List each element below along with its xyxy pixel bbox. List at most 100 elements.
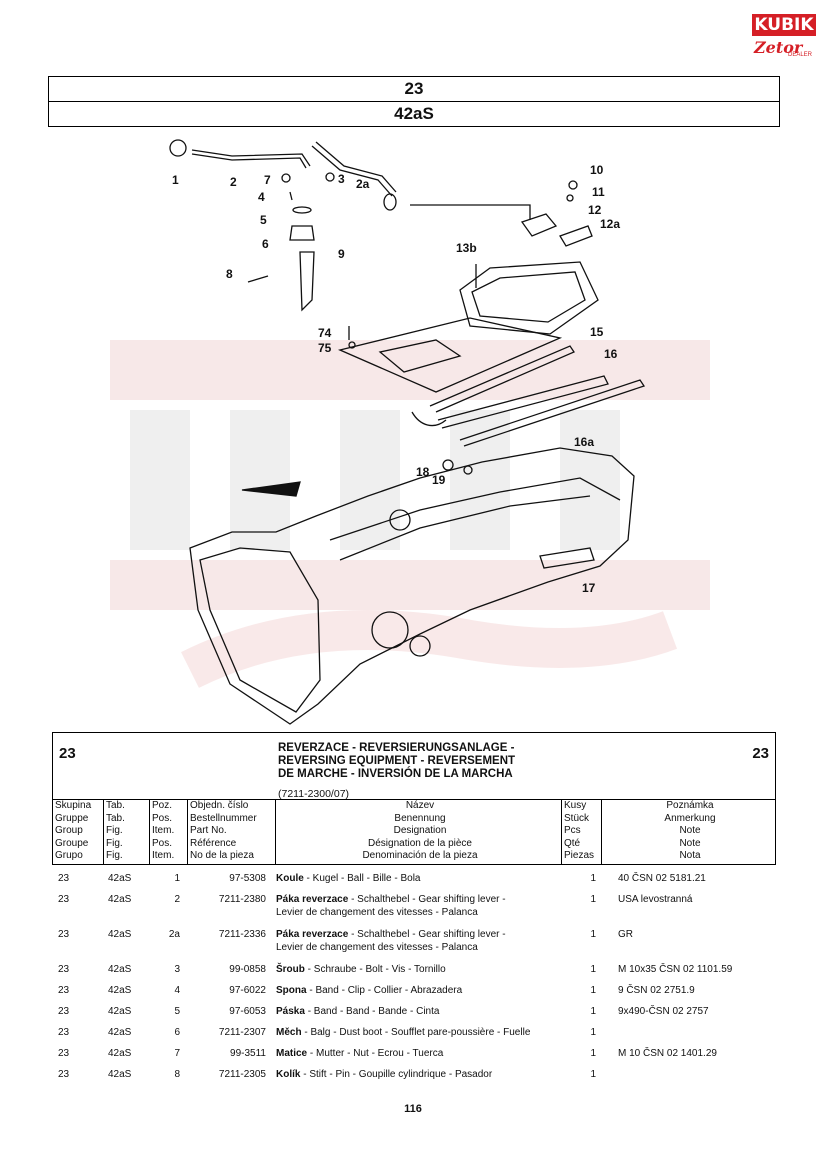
callout-label: 19: [432, 473, 446, 487]
part-name: Kolík: [276, 1069, 301, 1080]
table-group-left: 23: [59, 745, 76, 762]
row-tab: 42aS: [108, 964, 132, 975]
column-header-line: Název: [405, 800, 435, 811]
row-partno: 7211-2380: [218, 894, 266, 905]
part-name: Koule: [276, 873, 304, 884]
callout-label: 7: [264, 173, 271, 187]
column-header-line: Piezas: [564, 850, 595, 861]
part-name: Páka reverzace: [276, 929, 349, 940]
column-header-line: Fig.: [106, 837, 123, 849]
column-header-line: Grupo: [55, 850, 83, 861]
row-tab: 42aS: [108, 894, 132, 905]
row-tab: 42aS: [108, 929, 132, 940]
callout-label: 16: [604, 347, 618, 361]
col-pos: Poz.Pos.Item.Pos.Item.: [149, 800, 188, 864]
column-header-line: Stück: [564, 812, 590, 824]
row-qty: 1: [590, 964, 596, 975]
part-name: Spona: [276, 985, 307, 996]
header-group: 23: [404, 79, 424, 98]
callout-label: 10: [590, 163, 604, 177]
row-group: 23: [58, 1048, 70, 1059]
row-qty: 1: [590, 1027, 596, 1038]
column-header-line: Fig.: [106, 850, 123, 861]
row-designation: Spona - Band - Clip - Collier - Abrazade…: [276, 985, 463, 996]
column-header-line: Gruppe: [55, 812, 89, 824]
row-partno: 7211-2305: [218, 1069, 266, 1080]
row-designation: Koule - Kugel - Ball - Bille - Bola: [276, 873, 421, 884]
row-designation: Páska - Band - Band - Bande - Cinta: [276, 1006, 440, 1017]
row-partno: 99-0858: [229, 964, 266, 975]
column-header-line: Benennung: [394, 812, 446, 824]
row-group: 23: [58, 1006, 70, 1017]
col-tab: Tab.Tab.Fig.Fig.Fig.: [103, 800, 150, 864]
row-pos: 1: [174, 873, 180, 884]
part-name: Páska: [276, 1006, 305, 1017]
callout-label: 8: [226, 267, 233, 281]
column-header-line: Pos.: [152, 837, 173, 849]
callout-label: 5: [260, 213, 267, 227]
part-name: Matice: [276, 1048, 308, 1059]
table-code: (7211-2300/07): [278, 788, 350, 800]
row-partno: 7211-2307: [218, 1027, 266, 1038]
callout-label: 16a: [574, 435, 594, 449]
column-header-line: Anmerkung: [664, 812, 716, 824]
column-header-line: Tab.: [106, 800, 125, 811]
column-header-line: Denominación de la pieza: [362, 850, 478, 861]
row-designation: Páka reverzace - Schalthebel - Gear shif…: [276, 929, 506, 953]
row-pos: 6: [174, 1027, 180, 1038]
column-header-line: Item.: [152, 850, 175, 861]
column-header-line: No de la pieza: [190, 850, 254, 861]
table-group-right: 23: [752, 745, 769, 762]
callout-label: 4: [258, 190, 265, 204]
row-qty: 1: [590, 1069, 596, 1080]
row-designation: Kolík - Stift - Pin - Goupille cylindriq…: [276, 1069, 493, 1080]
column-header-line: Poz.: [152, 800, 173, 811]
header-figure: 42aS: [49, 101, 779, 126]
row-qty: 1: [590, 929, 596, 940]
callout-label: 2: [230, 175, 237, 189]
row-group: 23: [58, 1027, 70, 1038]
row-pos: 5: [174, 1006, 180, 1017]
column-header-line: Poznámka: [666, 800, 714, 811]
row-note: 40 ČSN 02 5181.21: [618, 873, 706, 884]
row-tab: 42aS: [108, 873, 132, 884]
column-header-line: Qté: [564, 837, 581, 849]
part-name: Měch: [276, 1027, 302, 1038]
title-line: REVERZACE - REVERSIERUNGSANLAGE -: [278, 742, 515, 754]
row-pos: 8: [174, 1069, 180, 1080]
callout-label: 13b: [456, 241, 477, 255]
row-tab: 42aS: [108, 985, 132, 996]
row-designation: Matice - Mutter - Nut - Ecrou - Tuerca: [276, 1048, 444, 1059]
row-partno: 97-6053: [229, 1006, 266, 1017]
row-qty: 1: [590, 873, 596, 884]
column-header-line: Bestellnummer: [190, 812, 257, 824]
row-pos: 2: [174, 894, 180, 905]
row-qty: 1: [590, 894, 596, 905]
callout-label: 11: [592, 185, 605, 199]
row-group: 23: [58, 985, 70, 996]
brand-logo: KUBIK Zetor DEALER: [752, 14, 818, 66]
column-header-line: Groupe: [55, 837, 89, 849]
column-header-line: Item.: [152, 825, 175, 836]
column-header-line: Nota: [679, 850, 701, 861]
callout-label: 2a: [356, 177, 370, 191]
callout-label: 18: [416, 465, 430, 479]
column-header-line: Skupina: [55, 800, 92, 811]
row-group: 23: [58, 1069, 70, 1080]
column-header-line: Part No.: [190, 825, 227, 836]
row-tab: 42aS: [108, 1027, 132, 1038]
row-designation: Šroub - Schraube - Bolt - Vis - Tornillo: [276, 964, 446, 975]
row-partno: 97-6022: [229, 985, 266, 996]
row-pos: 3: [174, 964, 180, 975]
callout-label: 12a: [600, 217, 620, 231]
row-note: M 10x35 ČSN 02 1101.59: [618, 964, 733, 975]
row-partno: 97-5308: [229, 873, 266, 884]
